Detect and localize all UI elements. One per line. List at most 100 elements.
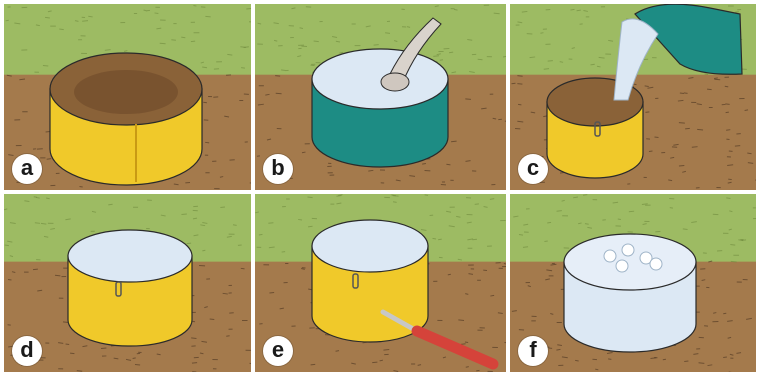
texture-stroke — [684, 93, 688, 94]
texture-stroke — [680, 93, 684, 94]
texture-stroke — [269, 292, 274, 293]
texture-stroke — [383, 349, 389, 350]
texture-stroke — [714, 78, 718, 79]
texture-stroke — [478, 59, 483, 60]
texture-stroke — [585, 224, 589, 225]
texture-stroke — [275, 76, 280, 77]
texture-stroke — [385, 33, 390, 34]
texture-stroke — [202, 67, 207, 68]
texture-stroke — [685, 128, 690, 129]
texture-stroke — [466, 367, 469, 368]
texture-stroke — [220, 177, 223, 178]
texture-stroke — [591, 64, 595, 65]
texture-stroke — [58, 343, 63, 344]
plaster-lump — [622, 244, 634, 256]
texture-stroke — [519, 234, 523, 235]
texture-stroke — [679, 165, 684, 166]
texture-stroke — [544, 69, 549, 70]
mold-filled — [68, 230, 192, 346]
texture-stroke — [704, 74, 708, 75]
texture-stroke — [511, 83, 515, 84]
texture-stroke — [393, 202, 397, 203]
texture-stroke — [727, 321, 733, 322]
texture-stroke — [77, 371, 82, 372]
texture-stroke — [503, 56, 506, 57]
texture-stroke — [736, 353, 741, 354]
texture-stroke — [193, 218, 197, 219]
texture-stroke — [449, 52, 453, 53]
texture-stroke — [422, 164, 426, 165]
texture-stroke — [684, 361, 688, 362]
texture-stroke — [233, 225, 237, 226]
texture-stroke — [160, 43, 166, 44]
texture-stroke — [465, 342, 468, 343]
texture-stroke — [731, 261, 737, 262]
texture-stroke — [726, 198, 730, 199]
texture-stroke — [557, 211, 562, 212]
texture-stroke — [517, 121, 523, 122]
texture-stroke — [101, 348, 106, 349]
texture-stroke — [723, 313, 726, 314]
texture-stroke — [490, 295, 494, 296]
texture-stroke — [692, 147, 698, 148]
texture-stroke — [446, 164, 450, 165]
texture-stroke — [41, 223, 46, 224]
texture-stroke — [597, 66, 601, 67]
panel-a: a — [4, 4, 251, 190]
texture-stroke — [461, 344, 466, 345]
panel-label-e: e — [263, 336, 293, 366]
panel-label-a: a — [12, 154, 42, 184]
texture-stroke — [5, 245, 9, 246]
texture-stroke — [454, 9, 458, 10]
texture-stroke — [683, 229, 688, 230]
texture-stroke — [171, 40, 176, 41]
texture-stroke — [433, 56, 439, 57]
panel-b: b — [255, 4, 506, 190]
texture-stroke — [433, 238, 436, 239]
texture-stroke — [82, 21, 88, 22]
empty-mold-illustration — [4, 4, 251, 190]
texture-stroke — [645, 112, 649, 113]
texture-stroke — [47, 159, 52, 160]
mold-interior-shadow — [74, 70, 178, 114]
texture-stroke — [249, 22, 251, 23]
texture-stroke — [649, 151, 653, 152]
texture-stroke — [613, 202, 618, 203]
texture-stroke — [725, 104, 729, 105]
texture-stroke — [372, 362, 377, 363]
texture-stroke — [577, 10, 581, 11]
texture-stroke — [425, 195, 428, 196]
texture-stroke — [308, 226, 312, 227]
texture-stroke — [560, 62, 563, 63]
texture-stroke — [307, 197, 312, 198]
texture-stroke — [451, 141, 457, 142]
open-mold-knife-illustration — [255, 194, 506, 372]
texture-stroke — [205, 142, 209, 143]
texture-stroke — [302, 152, 306, 153]
texture-stroke — [79, 186, 82, 187]
texture-stroke — [191, 41, 195, 42]
texture-stroke — [108, 204, 112, 205]
texture-stroke — [599, 57, 605, 58]
texture-stroke — [314, 41, 319, 42]
texture-stroke — [409, 176, 415, 177]
texture-stroke — [629, 211, 634, 212]
texture-stroke — [697, 129, 703, 130]
panel-label-b: b — [263, 154, 293, 184]
texture-stroke — [723, 357, 727, 358]
bowl — [312, 49, 448, 167]
texture-stroke — [281, 70, 285, 71]
texture-stroke — [155, 13, 159, 14]
texture-stroke — [678, 100, 684, 101]
mold-filled — [312, 220, 428, 342]
texture-stroke — [45, 17, 50, 18]
texture-stroke — [465, 294, 468, 295]
texture-stroke — [540, 33, 543, 34]
texture-stroke — [240, 47, 246, 48]
panel-label-f: f — [518, 336, 548, 366]
texture-stroke — [6, 20, 9, 21]
texture-stroke — [133, 358, 136, 359]
texture-stroke — [336, 351, 340, 352]
texture-stroke — [726, 130, 730, 131]
